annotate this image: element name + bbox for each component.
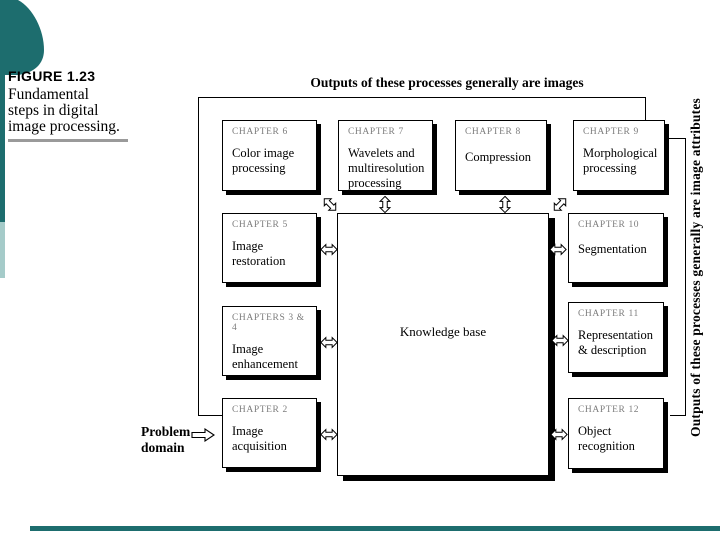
- figure-caption: Fundamental steps in digital image proce…: [8, 86, 120, 135]
- chapter-label: CHAPTER 11: [578, 309, 639, 319]
- box-chapter-8: CHAPTER 8 Compression: [455, 120, 547, 191]
- box-title: Morphological processing: [583, 146, 658, 175]
- box-title: Image restoration: [232, 239, 286, 268]
- chapter-label: CHAPTER 7: [348, 127, 404, 137]
- corner-quarter-circle-decoration: [0, 0, 44, 75]
- box-chapter-6: CHAPTER 6 Color image processing: [222, 120, 317, 191]
- box-chapter-12: CHAPTER 12 Object recognition: [568, 398, 664, 469]
- chapter-label: CHAPTER 8: [465, 127, 521, 137]
- box-title: Segmentation: [578, 242, 647, 256]
- left-bracket-line: [198, 97, 199, 416]
- double-arrow-diagonal-topright-icon: [549, 194, 571, 216]
- top-bracket-right-drop: [645, 97, 646, 120]
- right-banner-label: Outputs of these processes generally are…: [688, 98, 703, 438]
- double-arrow-diagonal-topleft-icon: [319, 194, 341, 216]
- box-knowledge-base: Knowledge base: [337, 213, 549, 476]
- problem-domain-label: Problem domain: [141, 424, 191, 455]
- double-arrow-vertical-ch8-icon: [498, 195, 512, 214]
- box-chapter-7: CHAPTER 7 Wavelets and multiresolution p…: [338, 120, 433, 191]
- double-arrow-ch12-icon: [550, 428, 568, 441]
- box-chapter-5: CHAPTER 5 Image restoration: [222, 213, 317, 283]
- top-banner-label: Outputs of these processes generally are…: [310, 75, 584, 90]
- problem-domain-arrow-icon: [191, 427, 215, 443]
- left-bracket-stub: [198, 415, 222, 416]
- chapter-label: CHAPTERS 3 & 4: [232, 313, 305, 333]
- double-arrow-ch10-icon: [549, 243, 567, 256]
- bottom-bar-decoration: [30, 526, 720, 531]
- box-chapter-10: CHAPTER 10 Segmentation: [568, 213, 664, 283]
- chapter-label: CHAPTER 2: [232, 405, 288, 415]
- right-bracket-line: [685, 138, 686, 416]
- chapter-label: CHAPTER 6: [232, 127, 288, 137]
- chapter-label: CHAPTER 10: [578, 220, 640, 230]
- box-title: Image enhancement: [232, 342, 298, 371]
- double-arrow-ch11-icon: [551, 334, 569, 347]
- left-strip-dark: [0, 0, 5, 222]
- caption-underline: [8, 139, 128, 142]
- double-arrow-vertical-ch7-icon: [378, 195, 392, 214]
- figure-caption-block: FIGURE 1.23 Fundamental steps in digital…: [8, 68, 178, 135]
- top-bracket-line: [198, 97, 646, 98]
- box-chapters-3-4: CHAPTERS 3 & 4 Image enhancement: [222, 306, 317, 376]
- box-chapter-11: CHAPTER 11 Representation & description: [568, 302, 664, 373]
- box-title: Object recognition: [578, 424, 635, 453]
- box-title: Wavelets and multiresolution processing: [348, 146, 425, 190]
- double-arrow-ch2-icon: [320, 428, 338, 441]
- chapter-label: CHAPTER 9: [583, 127, 639, 137]
- box-title: Image acquisition: [232, 424, 287, 453]
- box-title: Compression: [465, 150, 531, 164]
- chapter-label: CHAPTER 5: [232, 220, 288, 230]
- double-arrow-ch5-icon: [320, 243, 338, 256]
- right-bracket-bottom-stub: [670, 415, 686, 416]
- double-arrow-ch34-icon: [320, 336, 338, 349]
- right-bracket-top-stub: [666, 138, 686, 139]
- box-title: Color image processing: [232, 146, 295, 175]
- chapter-label: CHAPTER 12: [578, 405, 640, 415]
- left-strip-light: [0, 222, 5, 278]
- figure-label: FIGURE 1.23: [8, 68, 96, 84]
- knowledge-base-label: Knowledge base: [399, 323, 487, 339]
- box-chapter-2: CHAPTER 2 Image acquisition: [222, 398, 317, 468]
- box-chapter-9: CHAPTER 9 Morphological processing: [573, 120, 665, 191]
- box-title: Representation & description: [578, 328, 653, 357]
